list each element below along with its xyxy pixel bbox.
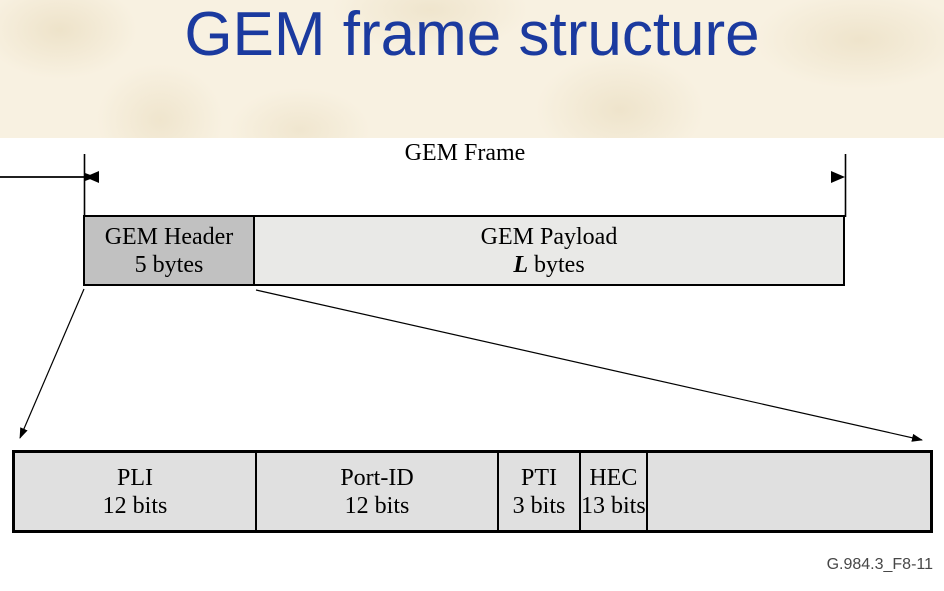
field-title: HEC bbox=[589, 464, 638, 491]
field-size: 13 bits bbox=[581, 492, 646, 519]
gem-header-cell: GEM Header 5 bytes bbox=[85, 217, 255, 284]
gem-frame-span-label: GEM Frame bbox=[404, 140, 526, 166]
payload-length-variable: L bbox=[513, 251, 528, 278]
field-cell-port-id: Port-ID 12 bits bbox=[257, 453, 499, 530]
payload-length-unit: bytes bbox=[528, 251, 585, 278]
span-arrowhead-right-icon bbox=[831, 171, 845, 183]
gem-payload-size: L bytes bbox=[255, 251, 843, 279]
figure-reference: G.984.3_F8-11 bbox=[826, 556, 933, 573]
field-cell-pti: PTI 3 bits bbox=[499, 453, 581, 530]
watermark-ornament bbox=[0, 0, 944, 138]
field-size: 12 bits bbox=[102, 492, 168, 519]
header-expand-arrow-left bbox=[19, 288, 85, 439]
field-title: PTI bbox=[521, 464, 557, 491]
title-band bbox=[0, 0, 944, 138]
gem-payload-title: GEM Payload bbox=[480, 223, 618, 250]
field-size: 12 bits bbox=[344, 492, 410, 519]
field-cell-pli: PLI 12 bits bbox=[15, 453, 257, 530]
gem-header-size: 5 bytes bbox=[134, 251, 204, 278]
gem-frame-box: GEM Header 5 bytes GEM Payload L bytes bbox=[83, 215, 845, 286]
page-title: GEM frame structure bbox=[184, 0, 760, 69]
gem-header-fields-box: PLI 12 bits Port-ID 12 bits PTI 3 bits H… bbox=[12, 450, 933, 533]
gem-payload-cell: GEM Payload L bytes bbox=[255, 217, 843, 284]
header-expand-arrow-right bbox=[255, 289, 923, 442]
span-arrowhead-left-icon bbox=[85, 171, 99, 183]
field-title: PLI bbox=[117, 464, 153, 491]
gem-header-title: GEM Header bbox=[104, 223, 234, 250]
field-size: 3 bits bbox=[512, 492, 566, 519]
field-title: Port-ID bbox=[340, 464, 414, 491]
field-cell-hec: HEC 13 bits bbox=[581, 453, 648, 530]
